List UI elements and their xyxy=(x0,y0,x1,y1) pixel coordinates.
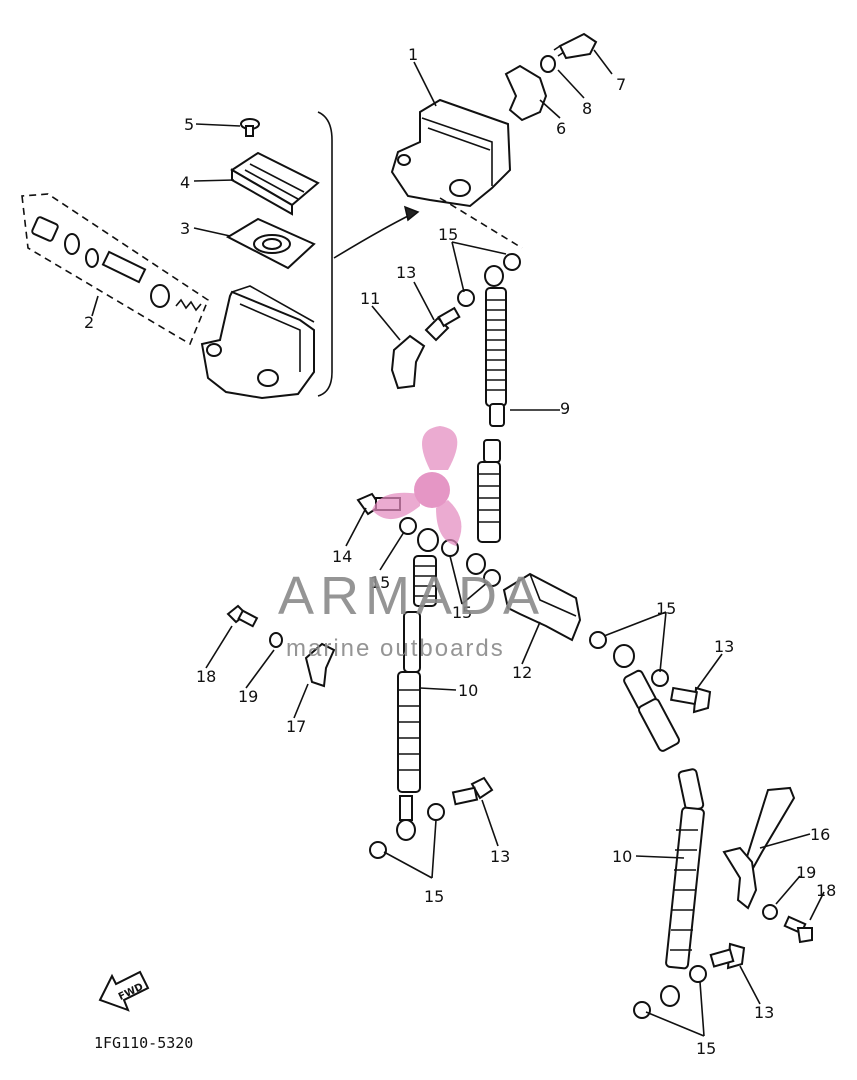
callout-10-left: 10 xyxy=(458,681,478,700)
callout-15-left: 15 xyxy=(370,573,390,592)
guide-bolt xyxy=(226,604,259,628)
copper-washer xyxy=(503,253,521,271)
callout-17: 17 xyxy=(286,717,306,736)
callout-18-right: 18 xyxy=(816,881,836,900)
copper-washer xyxy=(651,669,669,687)
union-bolt xyxy=(669,686,712,714)
master-cylinder-assembly xyxy=(390,98,512,208)
watermark: ARMADA marine outboards xyxy=(278,426,545,662)
callout-15-lower-left: 15 xyxy=(424,887,444,906)
callout-19-right: 19 xyxy=(796,863,816,882)
guide-bolt xyxy=(783,915,813,944)
watermark-tagline: marine outboards xyxy=(286,635,505,662)
callout-13-bottom: 13 xyxy=(754,1003,774,1022)
washer xyxy=(540,55,556,73)
callout-3: 3 xyxy=(180,219,190,238)
callout-8: 8 xyxy=(582,99,592,118)
diaphragm-plate xyxy=(225,217,316,270)
callout-19-left: 19 xyxy=(238,687,258,706)
callout-5: 5 xyxy=(184,115,194,134)
hose-guide-left xyxy=(304,642,336,688)
reservoir-cap xyxy=(230,151,320,216)
copper-washer xyxy=(633,1001,651,1019)
piston-kit xyxy=(31,216,202,312)
callout-14: 14 xyxy=(332,547,352,566)
callout-7: 7 xyxy=(616,75,626,94)
watermark-brand: ARMADA xyxy=(278,566,545,626)
callout-15-bottom: 15 xyxy=(696,1039,716,1058)
diaphragm-screw xyxy=(240,118,260,137)
callout-9: 9 xyxy=(560,399,570,418)
upper-brake-hose xyxy=(484,265,507,427)
cylinder-body xyxy=(200,285,315,400)
callout-15-right: 15 xyxy=(656,599,676,618)
copper-washer xyxy=(589,631,607,649)
union-bolt xyxy=(424,306,461,342)
callout-13-right: 13 xyxy=(714,637,734,656)
copper-washer xyxy=(457,289,475,307)
copper-washer xyxy=(689,965,707,983)
callout-16: 16 xyxy=(810,825,830,844)
propeller-logo-icon xyxy=(372,426,462,546)
hose-joint xyxy=(390,334,426,390)
washer xyxy=(269,632,283,648)
copper-washer xyxy=(427,803,445,821)
copper-washer xyxy=(399,517,417,535)
callout-6: 6 xyxy=(556,119,566,138)
callout-11: 11 xyxy=(360,289,380,308)
callout-10-right: 10 xyxy=(612,847,632,866)
callout-1: 1 xyxy=(408,45,418,64)
hose-guide-right xyxy=(722,786,796,910)
callout-15-center: 15 xyxy=(452,603,472,622)
callout-18-left: 18 xyxy=(196,667,216,686)
union-bolt xyxy=(451,776,494,806)
washer xyxy=(762,904,778,920)
three-way-joint xyxy=(502,572,582,642)
callout-13-top: 13 xyxy=(396,263,416,282)
right-brake-hose xyxy=(613,644,705,1007)
callout-4: 4 xyxy=(180,173,190,192)
holder-bolt xyxy=(553,32,598,60)
callout-2: 2 xyxy=(84,313,94,332)
forward-arrow-icon: FWD xyxy=(98,970,150,1012)
master-cylinder-exploded-group xyxy=(21,111,420,400)
left-brake-hose xyxy=(396,528,439,841)
callout-12: 12 xyxy=(512,663,532,682)
callout-15-top: 15 xyxy=(438,225,458,244)
part-code: 1FG110-5320 xyxy=(94,1034,193,1052)
callout-13-middle: 13 xyxy=(490,847,510,866)
lower-brake-hose-joint xyxy=(466,439,501,575)
master-cylinder-holder xyxy=(504,64,548,122)
copper-washer xyxy=(369,841,387,859)
union-bolt xyxy=(709,942,746,970)
